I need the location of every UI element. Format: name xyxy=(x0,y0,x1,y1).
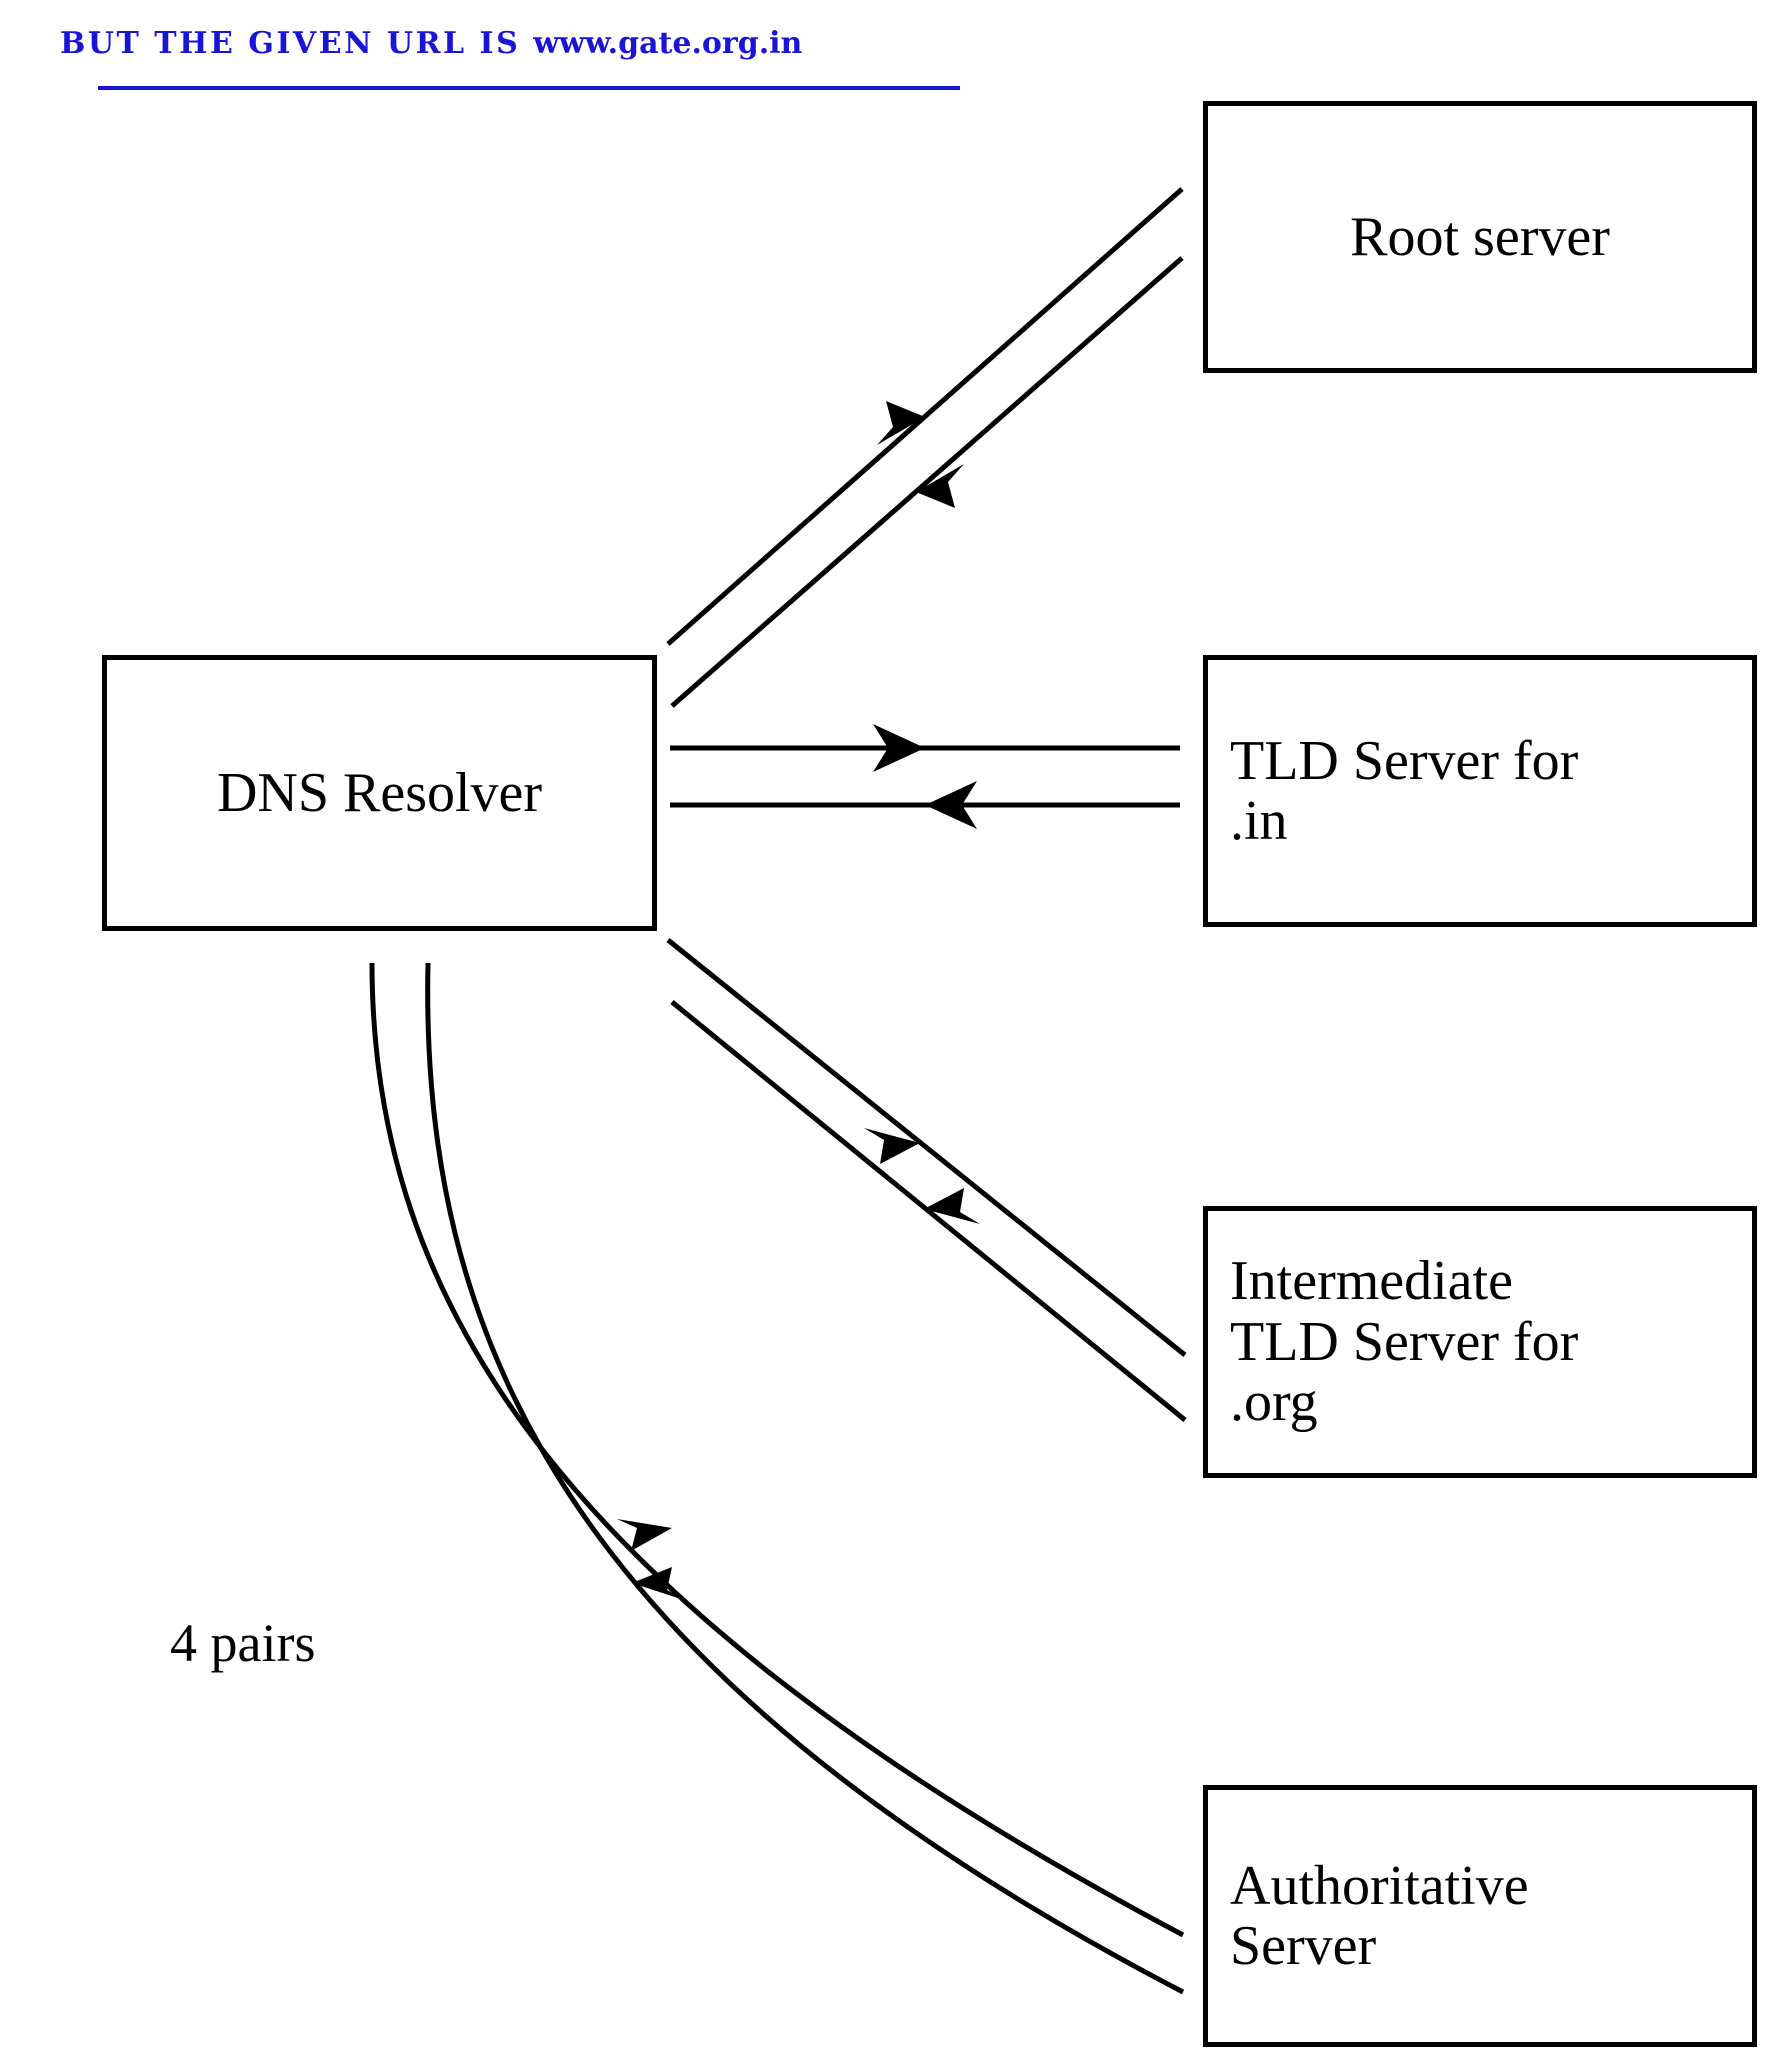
node-authoritative-server-label: Authoritative Server xyxy=(1230,1854,1529,1977)
arrowhead-to-authoritative xyxy=(617,1519,672,1551)
arrow-resolver-to-intermediate xyxy=(666,938,1187,1357)
arrowhead-authoritative-reply xyxy=(632,1567,687,1601)
node-intermediate-tld-server[interactable]: Intermediate TLD Server for .org xyxy=(1203,1206,1757,1478)
header-note-url: www.gate.org.in xyxy=(533,26,803,61)
arrow-authoritative-to-resolver xyxy=(425,962,1185,1995)
node-tld-server-label: TLD Server for .in xyxy=(1230,729,1579,852)
arrow-root-to-resolver xyxy=(670,256,1184,708)
node-root-server-label: Root server xyxy=(1350,205,1610,268)
arrowhead-to-root xyxy=(877,401,925,445)
node-authoritative-server[interactable]: Authoritative Server xyxy=(1203,1785,1757,2047)
connection-resolver-intermediate xyxy=(666,938,1187,1422)
arrow-resolver-to-root xyxy=(666,187,1184,646)
connection-resolver-authoritative xyxy=(369,962,1185,1995)
node-root-server[interactable]: Root server xyxy=(1203,101,1757,373)
header-underline xyxy=(98,86,960,90)
arrow-intermediate-to-resolver xyxy=(670,1000,1187,1422)
arrowhead-tld-reply xyxy=(925,781,977,829)
connection-resolver-tld xyxy=(670,724,1180,829)
node-intermediate-tld-server-label: Intermediate TLD Server for .org xyxy=(1230,1250,1579,1434)
header-note-prefix: BUT THE GIVEN URL IS xyxy=(60,26,534,61)
node-dns-resolver-label: DNS Resolver xyxy=(216,761,543,824)
arrowhead-to-intermediate xyxy=(864,1128,920,1164)
arrowhead-to-tld xyxy=(873,724,925,772)
pairs-annotation: 4 pairs xyxy=(170,1613,316,1673)
arrow-resolver-to-authoritative xyxy=(369,962,1185,1938)
node-tld-server[interactable]: TLD Server for .in xyxy=(1203,655,1757,927)
arrowhead-intermediate-reply xyxy=(924,1188,980,1224)
header-note: BUT THE GIVEN URL IS www.gate.org.in xyxy=(60,26,802,61)
node-dns-resolver[interactable]: DNS Resolver xyxy=(102,655,657,931)
connection-resolver-root xyxy=(666,187,1184,708)
arrowhead-root-reply xyxy=(916,464,964,508)
